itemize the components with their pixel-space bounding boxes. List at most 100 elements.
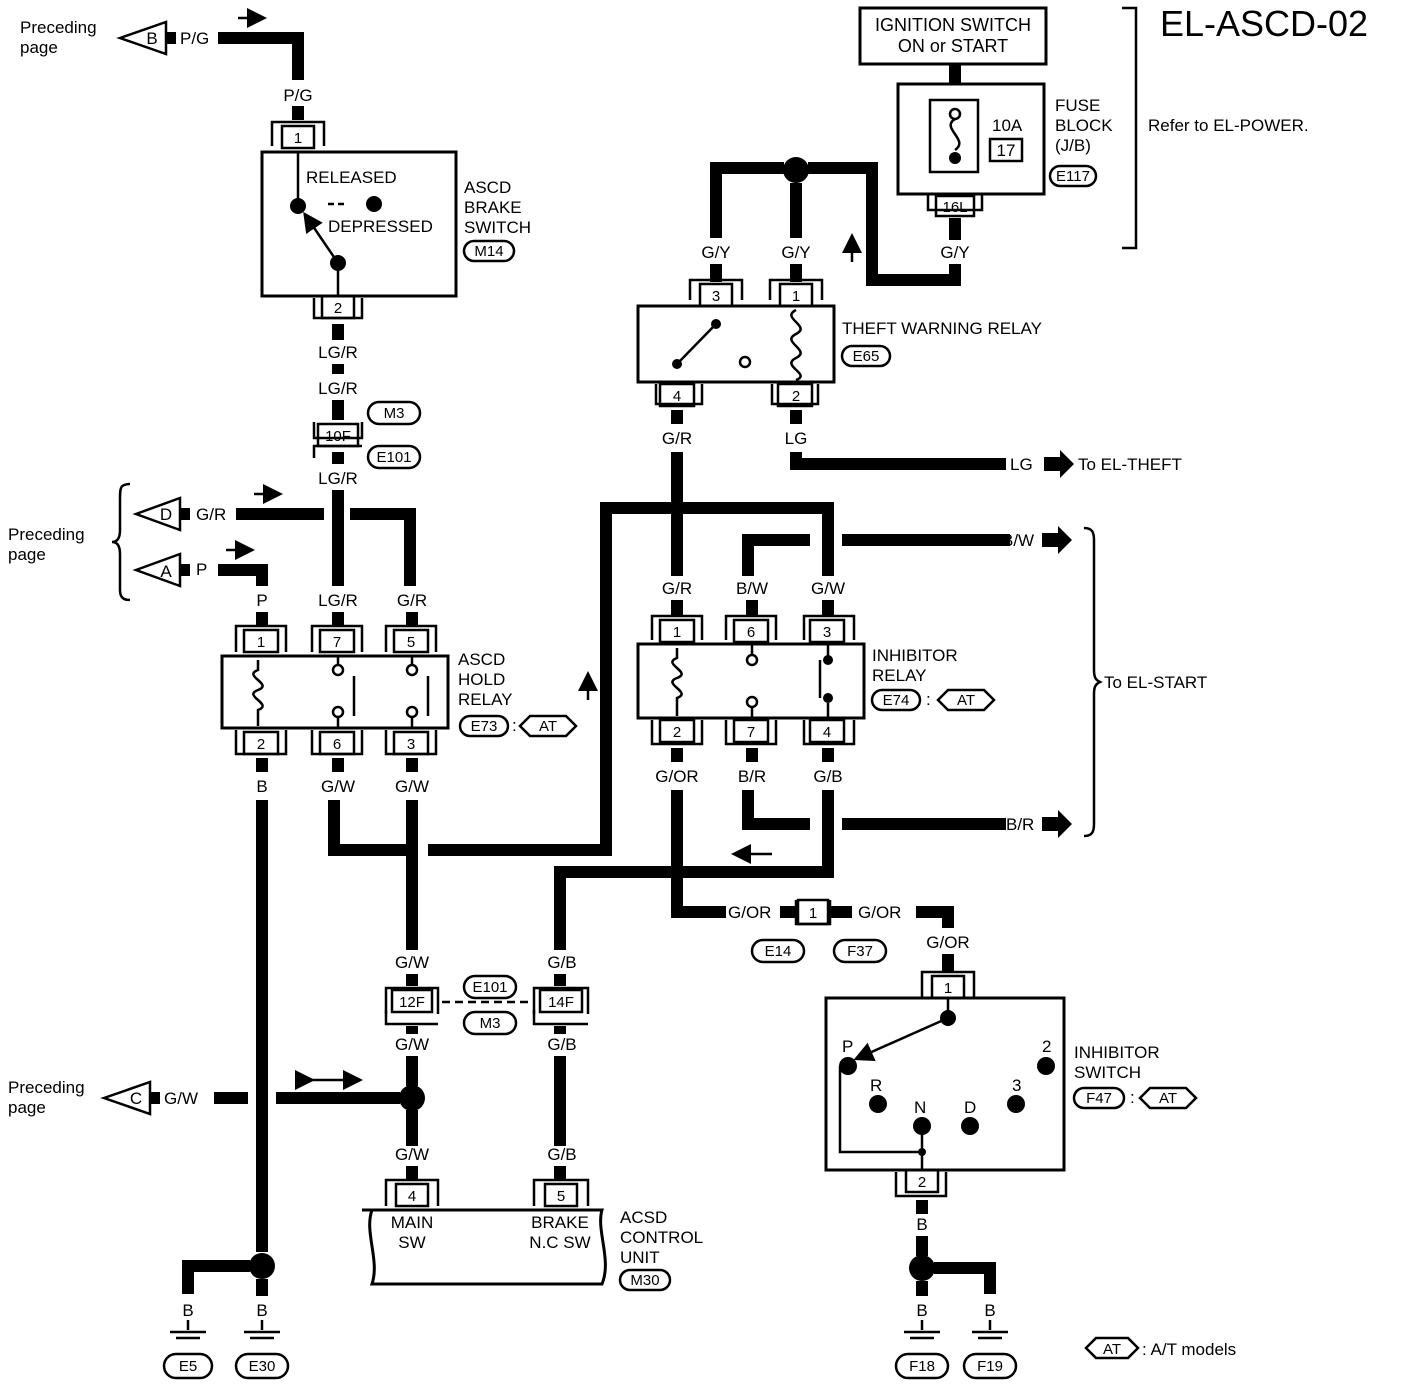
wire-label-gw-hold3: G/W [395, 777, 429, 796]
theft-relay-conn: E65 [853, 348, 880, 365]
theft-relay-pin2: 2 [792, 388, 800, 405]
offpage-connector-d [132, 496, 182, 532]
cu-pin5: 5 [557, 1188, 565, 1205]
ground-e30: E30 [249, 1358, 276, 1375]
theft-relay-pin3: 3 [712, 288, 720, 305]
offpage-connector-b [116, 20, 168, 56]
preceding-page-c-2: page [8, 1098, 46, 1117]
offpage-label-d: D [160, 505, 172, 524]
wire-label-gy-3: G/Y [701, 243, 730, 262]
brake-switch-pin2: 2 [334, 300, 342, 317]
cu-pin5-label-1: BRAKE [531, 1213, 589, 1232]
preceding-page-da-1: Preceding [8, 525, 85, 544]
hold-relay-pin6: 6 [333, 736, 341, 753]
cu-pin4-label-1: MAIN [391, 1213, 434, 1232]
cu-conn: M30 [630, 1272, 659, 1289]
offpage-connector-a [132, 552, 182, 588]
brake-switch-name-3: SWITCH [464, 218, 531, 237]
fuse-amp: 10A [992, 116, 1023, 135]
ignition-label-1: IGNITION SWITCH [875, 15, 1031, 35]
wire-label-pg-top: P/G [180, 29, 209, 48]
wire-label-br-out: B/R [1006, 815, 1034, 834]
at-badge-hold-text: AT [539, 718, 557, 735]
conn-m3-bottom: M3 [480, 1015, 501, 1032]
fuse-block-label-2: BLOCK [1055, 116, 1113, 135]
preceding-page-da-2: page [8, 545, 46, 564]
ground-f18: F18 [909, 1358, 935, 1375]
ground-e5: E5 [179, 1358, 197, 1375]
hold-relay-pin2: 2 [257, 736, 265, 753]
wire-label-b-inh: B [916, 1215, 927, 1234]
wire-label-gy-fuse: G/Y [940, 243, 969, 262]
wire-label-gr-theft: G/R [662, 429, 692, 448]
wire-label-gor-2: G/OR [728, 903, 771, 922]
inh-switch-pin1: 1 [944, 980, 952, 997]
dest-el-theft: To EL-THEFT [1078, 455, 1182, 474]
preceding-page-b-2: page [20, 38, 58, 57]
theft-relay-pin1: 1 [792, 288, 800, 305]
inh-relay-name-2: RELAY [872, 666, 927, 685]
hold-relay-name-3: RELAY [458, 690, 513, 709]
fuse-number: 17 [997, 141, 1016, 160]
at-badge-inh-switch [1138, 1086, 1198, 1110]
preceding-page-c-1: Preceding [8, 1078, 85, 1097]
wire-label-gb-inh: G/B [813, 767, 842, 786]
hold-relay-pin3: 3 [407, 736, 415, 753]
offpage-label-a: A [160, 562, 172, 581]
conn-m3-top: M3 [384, 405, 405, 422]
brake-switch-name-2: BRAKE [464, 198, 522, 217]
brake-released-label: RELEASED [306, 168, 397, 187]
inh-relay-pin2: 2 [673, 724, 681, 741]
pos-3: 3 [1012, 1076, 1021, 1095]
wire-label-lgr-4: LG/R [318, 591, 358, 610]
joint-14f: 14F [548, 994, 574, 1011]
fuse-block-label-3: (J/B) [1055, 136, 1091, 155]
wire-label-p-a: P [196, 560, 207, 579]
svg-text::: : [512, 716, 517, 735]
cu-pin4-label-2: SW [398, 1233, 425, 1252]
pos-n: N [914, 1098, 926, 1117]
wire-label-lgr-2: LG/R [318, 379, 358, 398]
svg-text::: : [1130, 1088, 1135, 1107]
hold-relay-pin7: 7 [333, 634, 341, 651]
hold-relay-name-2: HOLD [458, 670, 505, 689]
fuse-connector-id: E117 [1056, 168, 1090, 185]
wire-label-gw-12f-top: G/W [395, 953, 429, 972]
wire-label-b-e30: B [256, 1301, 267, 1320]
offpage-label-c: C [130, 1089, 142, 1108]
dest-el-start: To EL-START [1104, 673, 1207, 692]
at-badge-inh-switch-text: AT [1159, 1090, 1177, 1107]
at-legend-text: : A/T models [1142, 1340, 1236, 1359]
inh-relay-pin7: 7 [747, 724, 755, 741]
wire-label-b-hold: B [256, 777, 267, 796]
wire-label-gb-14f-top: G/B [547, 953, 576, 972]
inh-relay-pin1: 1 [673, 624, 681, 641]
inh-switch-name-2: SWITCH [1074, 1063, 1141, 1082]
inh-relay-pin4: 4 [823, 724, 831, 741]
fuse-block-label-1: FUSE [1055, 96, 1100, 115]
wire-label-gb-14f-bottom: G/B [547, 1035, 576, 1054]
wire-label-gr-2: G/R [662, 579, 692, 598]
svg-text::: : [926, 690, 931, 709]
conn-e14: E14 [765, 943, 792, 960]
inh-switch-conn: F47 [1086, 1090, 1112, 1107]
page-title: EL-ASCD-02 [1160, 3, 1368, 44]
brake-switch-conn: M14 [474, 243, 503, 260]
hold-relay-name-1: ASCD [458, 650, 505, 669]
joint-1-gor: 1 [809, 905, 817, 922]
at-badge-hold [518, 714, 578, 738]
offpage-connector-c [100, 1080, 152, 1116]
wire-label-gor-3: G/OR [858, 903, 901, 922]
brake-switch-pin1: 1 [294, 130, 302, 147]
arrow-br-out [1042, 810, 1072, 838]
cu-name-3: UNIT [620, 1248, 660, 1267]
pos-p: P [842, 1037, 853, 1056]
wire-label-lg-out: LG [1010, 455, 1033, 474]
wire-label-gor-1: G/OR [655, 767, 698, 786]
brake-depressed-label: DEPRESSED [328, 217, 433, 236]
wire-label-gb-cu: G/B [547, 1145, 576, 1164]
offpage-label-b: B [146, 29, 157, 48]
wire-label-p: P [256, 591, 267, 610]
pos-2: 2 [1042, 1037, 1051, 1056]
theft-relay-pin4: 4 [673, 388, 681, 405]
